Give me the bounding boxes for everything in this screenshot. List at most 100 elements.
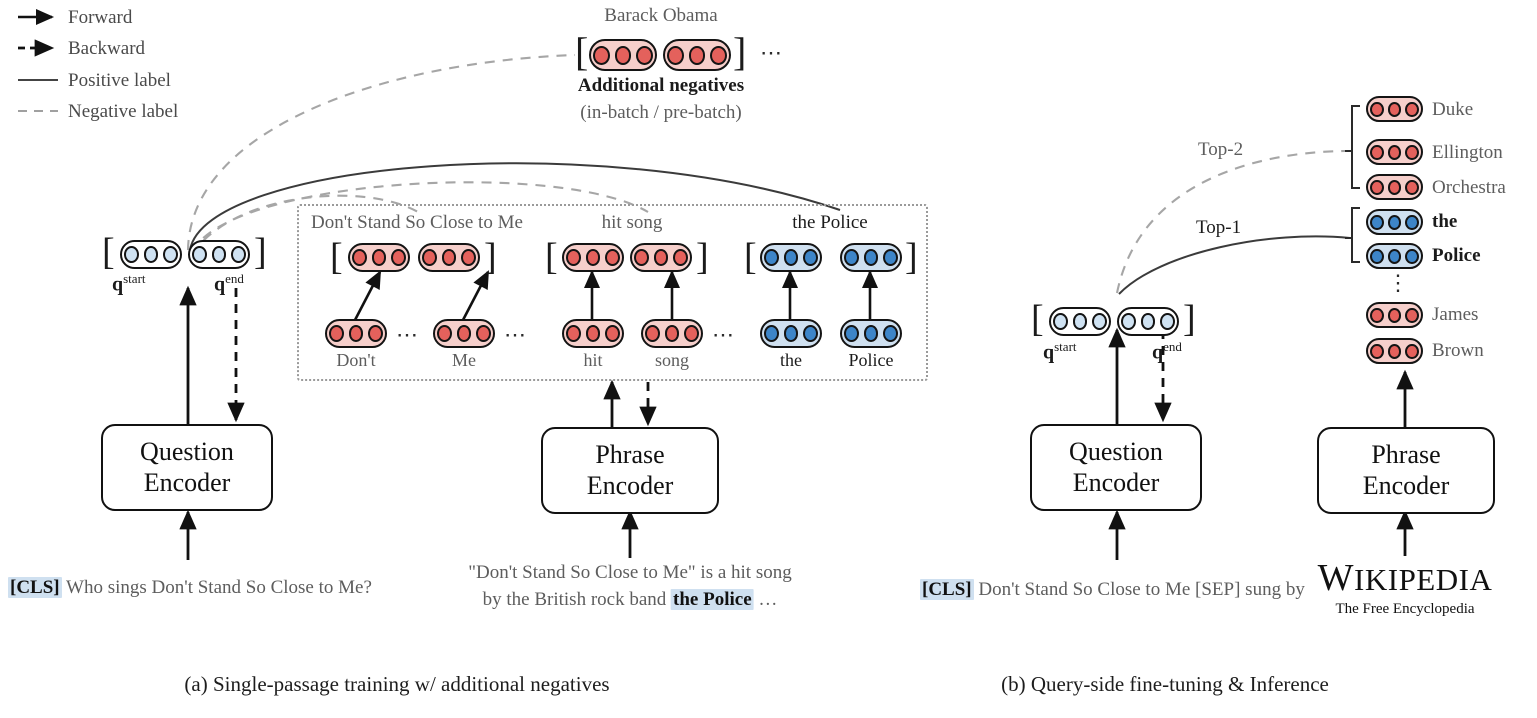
vector-dot (162, 246, 178, 263)
token-vector-me (433, 319, 495, 348)
token-ellipsis-2: ⋯ (712, 322, 736, 347)
a-phrase-encoder[interactable]: Phrase Encoder (541, 427, 719, 514)
vector-dot (192, 246, 208, 263)
edge-label-top2: Top-2 (1198, 139, 1244, 160)
vector-dot (1370, 307, 1384, 323)
vector-dot (653, 249, 669, 266)
b-phrase-encoder-line1: Phrase (1371, 439, 1441, 469)
b-qstart-label: qstart (1043, 340, 1077, 363)
b-question-input-text: Don't Stand So Close to Me [SEP] sung by (978, 579, 1305, 600)
b-question-input: [CLS] Don't Stand So Close to Me [SEP] s… (920, 579, 1305, 600)
negatives-ellipsis: ⋯ (760, 40, 784, 65)
vector-dot (664, 325, 680, 342)
result-vector-orchestra[interactable] (1366, 174, 1423, 200)
edge-top1 (1118, 235, 1351, 295)
b-phrase-encoder[interactable]: Phrase Encoder (1317, 427, 1495, 514)
vector-dot (1091, 313, 1107, 330)
token-vector-the (760, 319, 822, 348)
vector-dot (1370, 144, 1384, 160)
a-qend-label-base: q (214, 273, 226, 296)
legend-label-forward: Forward (68, 7, 133, 28)
vector-dot (566, 325, 582, 342)
b-question-encoder-line1: Question (1069, 436, 1163, 466)
vector-dot (634, 249, 650, 266)
negatives-title: Barack Obama (604, 5, 718, 26)
vector-dot (709, 45, 727, 65)
vector-dot (124, 246, 140, 263)
a-query-bracket-close: ] (254, 231, 267, 273)
token-label-dont: Don't (336, 350, 376, 370)
a-passage-input-post: … (753, 589, 778, 610)
vector-dot (371, 249, 387, 266)
b-query-bracket-open: [ (1031, 298, 1044, 340)
vector-dot (1370, 248, 1384, 264)
passage-answer-span: the Police (671, 589, 754, 610)
vector-dot (211, 246, 227, 263)
vector-dot (604, 325, 620, 342)
vector-dot (1370, 343, 1384, 359)
negatives-caption: Additional negatives (577, 75, 745, 96)
wikipedia-rest: IKIPEDIA (1354, 562, 1493, 597)
vector-dot (585, 325, 601, 342)
vector-dot (593, 45, 611, 65)
b-question-encoder[interactable]: Question Encoder (1030, 424, 1202, 511)
caption-panel-b: (b) Query-side fine-tuning & Inference (1001, 672, 1329, 696)
phrase-group-title-1: hit song (601, 212, 663, 233)
phrase-bracket-close-2: ] (905, 236, 918, 278)
token-vector-police (840, 319, 902, 348)
vector-dot (688, 45, 706, 65)
vector-dot (352, 249, 368, 266)
a-qstart-label: qstart (112, 272, 146, 295)
b-qstart-label-base: q (1043, 341, 1055, 364)
result-label-james: James (1432, 304, 1479, 325)
phrase-vector-dont-start (348, 243, 410, 272)
vector-dot (645, 325, 661, 342)
negatives-bracket-close: ] (733, 29, 747, 74)
vector-dot (1387, 214, 1402, 230)
token-label-hit: hit (583, 350, 603, 370)
a-qstart-label-sup: start (123, 271, 146, 286)
negative-vector-2 (663, 39, 731, 71)
result-vector-police[interactable] (1366, 243, 1423, 269)
a-question-input-text: Who sings Don't Stand So Close to Me? (66, 577, 372, 598)
vector-dot (1370, 214, 1384, 230)
b-query-bracket-close: ] (1183, 298, 1196, 340)
a-phrase-encoder-line2: Encoder (586, 470, 674, 500)
a-passage-input-pre: by the British rock band (482, 589, 672, 610)
phrase-bracket-open-2: [ (744, 236, 757, 278)
a-question-encoder-line1: Question (140, 436, 234, 466)
result-vector-james[interactable] (1366, 302, 1423, 328)
vector-dot (1121, 313, 1137, 330)
a-qstart-label-base: q (112, 273, 124, 296)
token-label-police: Police (848, 350, 894, 370)
negative-vector-1 (589, 39, 657, 71)
a-question-encoder[interactable]: Question Encoder (101, 424, 273, 511)
cls-token: [CLS] (920, 579, 974, 600)
vector-dot (230, 246, 246, 263)
a-phrase-encoder-line1: Phrase (595, 439, 665, 469)
vector-dot (764, 249, 780, 266)
vector-dot (802, 249, 818, 266)
b-question-encoder-line2: Encoder (1072, 467, 1160, 497)
vector-dot (1387, 343, 1402, 359)
vector-dot (437, 325, 453, 342)
vector-dot (456, 325, 472, 342)
vector-dot (783, 325, 799, 342)
token-ellipsis-1: ⋯ (504, 322, 528, 347)
result-vector-the[interactable] (1366, 209, 1423, 235)
negatives-subcaption: (in-batch / pre-batch) (580, 102, 742, 123)
result-vector-duke[interactable] (1366, 96, 1423, 122)
result-vector-brown[interactable] (1366, 338, 1423, 364)
vector-dot (367, 325, 383, 342)
vector-dot (1387, 144, 1402, 160)
a-qend-label-sup: end (225, 271, 244, 286)
token-ellipsis-0: ⋯ (396, 322, 420, 347)
a-query-bracket-open: [ (102, 231, 115, 273)
result-vector-ellington[interactable] (1366, 139, 1423, 165)
vector-dot (683, 325, 699, 342)
a-qstart-vector (120, 240, 182, 269)
vector-dot (802, 325, 818, 342)
phrase-vector-hit-end (630, 243, 692, 272)
a-question-encoder-line2: Encoder (143, 467, 231, 497)
